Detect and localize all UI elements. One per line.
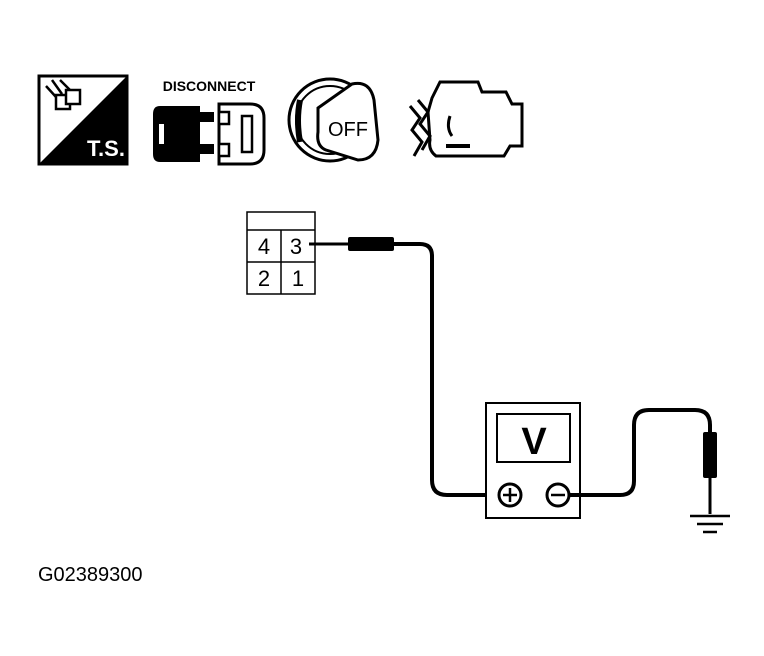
ts-tools-icon: T.S. xyxy=(37,74,129,166)
off-label: OFF xyxy=(328,119,368,141)
engine-icon xyxy=(408,80,524,158)
terminal-4: 4 xyxy=(258,234,270,259)
negative-probe-lead xyxy=(569,408,717,514)
terminal-2: 2 xyxy=(258,266,270,291)
harness-connector: 4 3 2 1 xyxy=(246,211,316,295)
voltmeter-symbol: V xyxy=(521,421,547,463)
disconnect-label: DISCONNECT xyxy=(163,78,256,94)
plus-terminal-icon xyxy=(497,482,523,508)
voltmeter: V xyxy=(485,402,581,519)
positive-probe-lead xyxy=(309,237,497,497)
minus-terminal-icon xyxy=(545,482,571,508)
terminal-3: 3 xyxy=(290,234,302,259)
ground-icon xyxy=(690,514,730,534)
terminal-1: 1 xyxy=(292,266,304,291)
ignition-key-icon: OFF xyxy=(287,77,380,163)
connector-disconnect-icon: DISCONNECT xyxy=(153,78,266,166)
ts-label: T.S. xyxy=(87,136,125,161)
figure-id: G02389300 xyxy=(38,564,143,586)
